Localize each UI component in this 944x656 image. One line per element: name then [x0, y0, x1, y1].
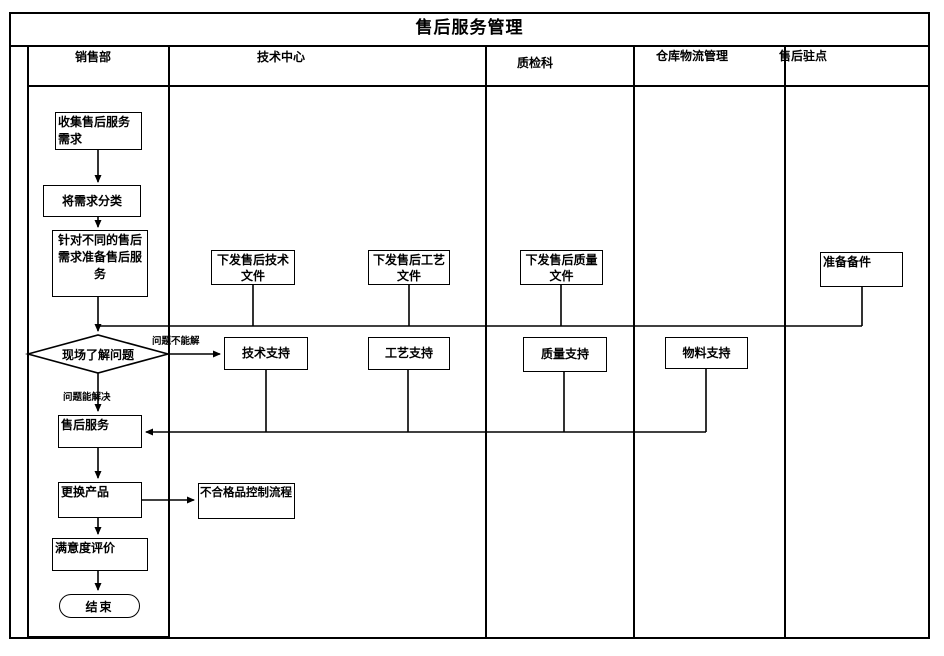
edge-support-drops [265, 369, 707, 432]
node-satisfaction-evaluation: 满意度评价 [52, 538, 148, 571]
lane-header-divider [27, 85, 930, 87]
lane-divider-4 [784, 45, 786, 639]
node-after-service: 售后服务 [58, 415, 142, 448]
node-material-support: 物料支持 [665, 337, 748, 369]
node-prepare-service: 针对不同的售后需求准备售后服务 [52, 230, 148, 297]
node-replace-product: 更换产品 [58, 482, 142, 518]
margin-column-divider [27, 45, 29, 639]
lane-header-sales: 销售部 [75, 50, 112, 64]
page-title: 售后服务管理 [415, 18, 524, 37]
node-issue-craft-doc: 下发售后工艺文件 [368, 250, 450, 285]
bottom-thick-segment [27, 636, 168, 639]
lane-divider-3 [633, 45, 635, 639]
node-tech-support: 技术支持 [224, 337, 308, 370]
node-issue-quality-doc: 下发售后质量文件 [520, 250, 603, 285]
node-issue-tech-doc: 下发售后技术文件 [211, 250, 295, 285]
node-craft-support: 工艺支持 [368, 337, 450, 370]
diagram-outer-border [9, 12, 930, 639]
lane-header-warehouse: 仓库物流管理 [656, 49, 729, 63]
title-row-divider [9, 45, 930, 47]
lane-header-station: 售后驻点 [779, 49, 828, 63]
node-collect-requirements: 收集售后服务需求 [55, 112, 142, 150]
node-quality-support: 质量支持 [523, 337, 607, 372]
node-onsite-decision-label: 现场了解问题 [61, 348, 134, 362]
edge-docs-distribution-line [98, 285, 863, 327]
lane-header-tech-center: 技术中心 [257, 50, 306, 64]
node-end-terminator: 结束 [59, 594, 140, 618]
node-prepare-spare-parts: 准备备件 [820, 252, 903, 287]
lane-divider-2 [485, 45, 487, 639]
lane-header-quality: 质检科 [517, 56, 554, 70]
node-classify-requirements: 将需求分类 [43, 185, 141, 217]
edge-label-cannot-solve: 问题不能解 [152, 336, 200, 347]
decision-diamond [24, 334, 172, 374]
lane-divider-1 [168, 45, 170, 639]
edge-label-can-solve: 问题能解决 [63, 392, 111, 403]
node-nonconforming-process: 不合格品控制流程 [198, 483, 295, 519]
